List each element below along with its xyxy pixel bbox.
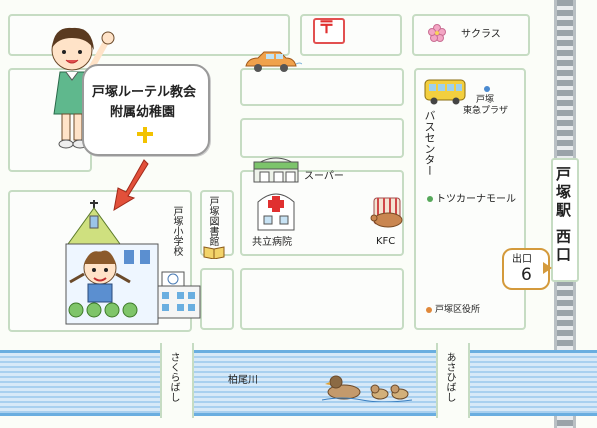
exit-number: 6 (521, 265, 532, 285)
bridge-asahi: あさひばし (444, 352, 455, 402)
block-lower-left (200, 268, 234, 330)
post-office-symbol: 〒 (318, 18, 335, 38)
car-icon (242, 48, 303, 80)
bridge-sakura: さくらばし (168, 352, 179, 402)
ward-office-label: 戸塚区役所 (435, 305, 481, 315)
block-center-top (240, 68, 404, 106)
totsuka-mall-label: トツカーナモール (436, 194, 516, 205)
ward-office-dot (426, 307, 432, 313)
station-sign (551, 158, 579, 282)
river-name: 柏尾川 (228, 375, 258, 386)
sakuras-label: サクラス (461, 29, 501, 40)
book-icon (203, 244, 225, 263)
church-name: 戸塚ルーテル教会 (92, 85, 197, 100)
river (0, 350, 597, 416)
tokyu-plaza-line2: 東急プラザ (463, 106, 509, 116)
block-center (240, 118, 404, 158)
block-library (200, 190, 234, 256)
bus-icon (424, 78, 468, 110)
bus-center-label: バスセンター (423, 110, 436, 176)
post-office-icon (313, 18, 345, 44)
church-illustration (60, 186, 160, 340)
church-callout: 戸塚ルーテル教会 附属幼稚園 (82, 64, 210, 156)
cross-icon (136, 126, 154, 148)
library-label: 戸塚図書館 (207, 196, 218, 246)
block-lower (240, 268, 404, 330)
exit-label: 出口 (512, 254, 532, 265)
river-bank-left (160, 343, 194, 418)
supermarket-icon (252, 152, 300, 190)
red-arrow-icon (104, 156, 154, 220)
hospital-icon (254, 190, 298, 236)
duck-icon (321, 372, 413, 403)
totsuka-mall-dot (427, 196, 433, 202)
kindergarten-name: 附属幼稚園 (110, 105, 176, 120)
tokyu-plaza-line1: 戸塚 (476, 95, 495, 105)
exit-pointer (543, 262, 552, 274)
station-name: 戸塚駅 西口 (554, 166, 572, 265)
kfc-chicken-icon (368, 196, 408, 234)
sakura-flower-icon (428, 24, 446, 46)
supermarket-label: スーパー (304, 171, 344, 182)
tokyu-plaza-dot (484, 86, 490, 92)
elementary-school-label: 戸塚小学校 (171, 206, 182, 256)
kfc-label: KFC (376, 236, 396, 247)
hospital-label: 共立病院 (252, 237, 292, 248)
river-bank-right (436, 343, 470, 418)
